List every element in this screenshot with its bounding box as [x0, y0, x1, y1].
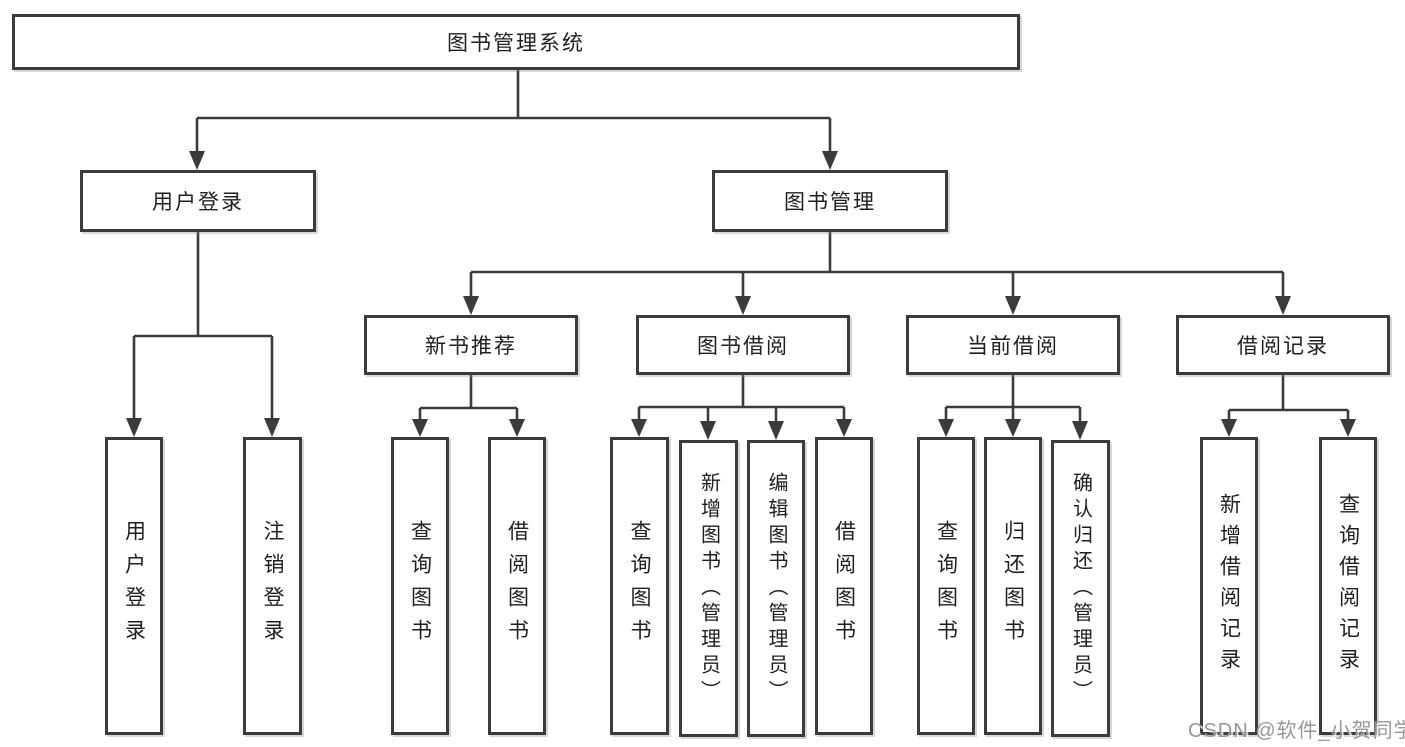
leaf-borrow-books-borrowing: 借阅图书: [815, 437, 873, 735]
leaf-query-books-recommend: 查询图书: [391, 437, 449, 735]
leaf-edit-books-admin: 编辑图书（管理员）: [747, 440, 805, 737]
leaf-add-borrow-record: 新增借阅记录: [1200, 437, 1258, 735]
node-user-login: 用户登录: [80, 170, 316, 232]
node-book-management: 图书管理: [712, 170, 948, 232]
leaf-confirm-return-admin: 确认归还（管理员）: [1051, 440, 1110, 737]
node-borrowing-records: 借阅记录: [1176, 315, 1390, 375]
leaf-return-books: 归还图书: [984, 437, 1042, 735]
node-root-library-system: 图书管理系统: [12, 14, 1020, 70]
node-current-borrowing: 当前借阅: [906, 315, 1120, 375]
csdn-watermark: CSDN @软件_小贺同学: [1188, 720, 1405, 742]
leaf-query-borrow-record: 查询借阅记录: [1319, 437, 1377, 735]
leaf-user-login: 用户登录: [105, 437, 163, 735]
leaf-add-books-admin: 新增图书（管理员）: [679, 440, 738, 737]
leaf-query-books-borrowing: 查询图书: [610, 437, 669, 735]
leaf-logout: 注销登录: [243, 437, 302, 735]
node-book-borrowing: 图书借阅: [636, 315, 850, 375]
leaf-query-books-current: 查询图书: [917, 437, 975, 735]
node-new-book-recommend: 新书推荐: [364, 315, 578, 375]
leaf-borrow-books-recommend: 借阅图书: [488, 437, 546, 735]
